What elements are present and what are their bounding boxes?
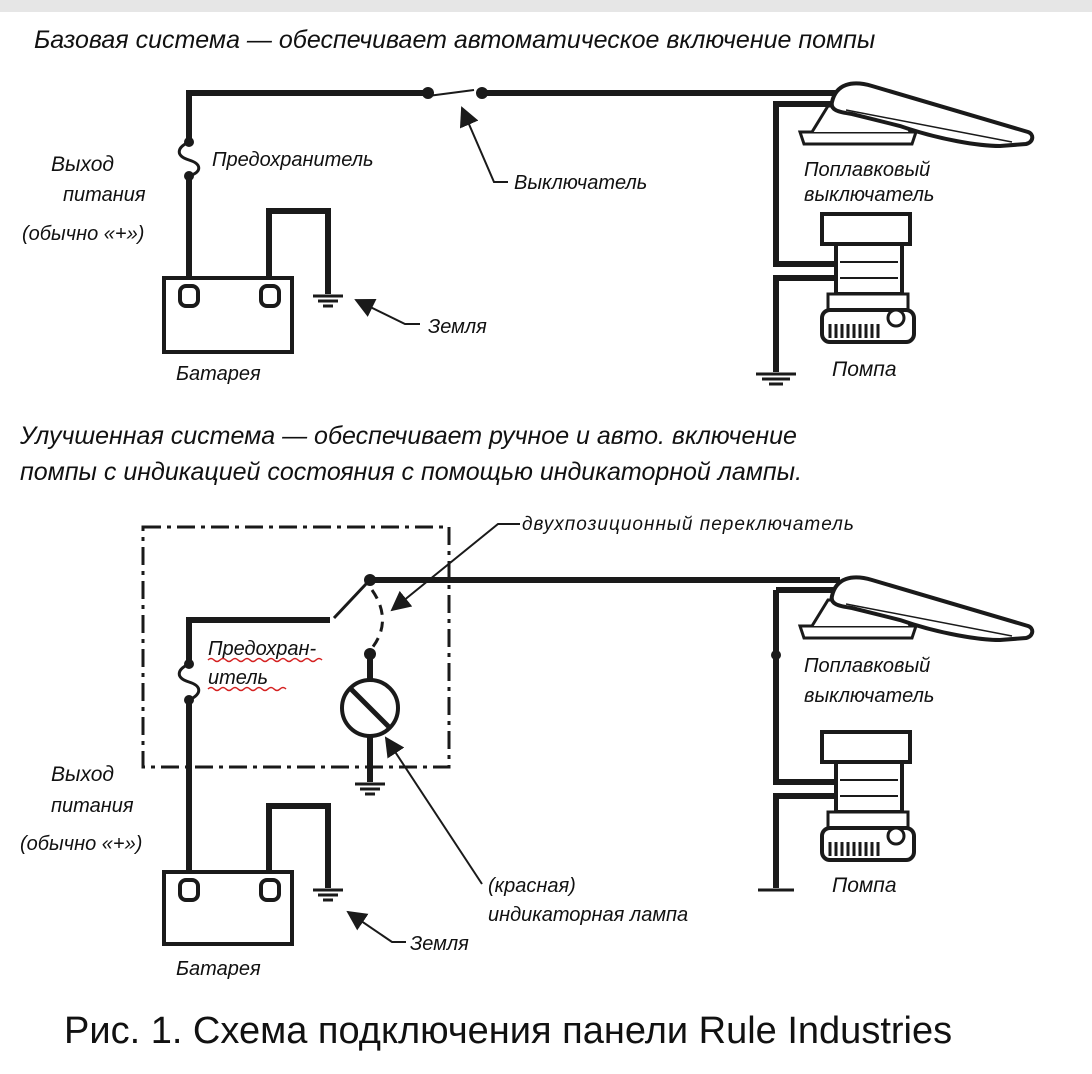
improved-positive-wire [186,617,330,872]
improved-float-switch-label-1: Поплавковый [804,655,930,677]
basic-system-title: Базовая система — обеспечивает автоматич… [34,26,875,54]
basic-pump-label: Помпа [832,358,897,381]
basic-pump-icon [820,212,916,344]
fuse-spellcheck-underline-2 [207,686,287,692]
lamp-label-2: индикаторная лампа [488,904,688,926]
lamp-ground-icon [355,782,385,796]
improved-system-title-line-2: помпы с индикацией состояния с помощью и… [20,458,802,486]
basic-ground-wire [266,208,331,294]
basic-power-out-line-1: Выход [51,153,114,176]
basic-float-to-pump-wire [773,101,840,267]
improved-float-switch-label-2: выключатель [804,685,934,707]
basic-power-out-line-3: (обычно «+») [22,223,144,245]
improved-ground-wire [266,803,331,888]
improved-float-switch-icon [797,575,1035,643]
basic-positive-wire [186,90,840,278]
improved-system-title-line-1: Улучшенная система — обеспечивает ручное… [19,422,797,450]
basic-fuse-label: Предохранитель [212,149,374,171]
improved-fuse-label-1: Предохран- [208,638,317,660]
toggle-switch-leader [390,523,520,612]
figure-caption: Рис. 1. Схема подключения панели Rule In… [64,1010,952,1052]
basic-ground-label: Земля [428,316,487,338]
improved-system: Улучшенная система — обеспечивает ручное… [19,422,1035,980]
basic-ground-leader [354,298,420,325]
basic-float-switch-icon [797,81,1035,149]
improved-power-out-line-2: питания [51,795,134,817]
basic-system: Базовая система — обеспечивает автоматич… [22,26,1035,386]
basic-battery-icon [162,276,294,354]
toggle-switch-alt-position [370,589,384,649]
basic-switch-label: Выключатель [514,172,647,194]
improved-battery-label: Батарея [176,958,261,980]
improved-ground-label: Земля [410,933,469,955]
panel-outline [141,525,451,769]
basic-float-switch-label-2: выключатель [804,184,934,206]
toggle-switch-lever [332,582,368,620]
toggle-switch-label: двухпозиционный переключатель [522,514,855,535]
basic-switch-contact-right [476,87,488,99]
improved-power-out-line-3: (обычно «+») [20,833,142,855]
improved-power-out-line-1: Выход [51,763,114,786]
lamp-label-1: (красная) [488,875,576,897]
improved-fuse-icon [177,662,201,702]
basic-switch-leader [459,106,508,183]
indicator-lamp-icon [340,678,400,738]
basic-pump-ground-icon [756,372,796,386]
improved-ground-leader [346,910,406,943]
fuse-spellcheck-underline-1 [207,657,323,663]
improved-battery-icon [162,870,294,946]
improved-pump-icon [820,730,916,862]
improved-fuse-label-2: итель [208,667,268,689]
basic-switch-contact-left [422,87,434,99]
basic-pump-ground-wire [773,275,840,372]
improved-pump-label: Помпа [832,874,897,897]
basic-switch-lever [427,89,475,97]
basic-ground-icon [313,294,343,308]
basic-power-out-line-2: питания [63,184,146,206]
top-band [0,0,1092,12]
basic-fuse-icon [177,140,201,178]
improved-ground-icon [313,888,343,902]
lamp-leader [384,736,483,885]
basic-battery-label: Батарея [176,363,261,385]
improved-pump-ground-wire [773,793,840,888]
basic-float-switch-label-1: Поплавковый [804,159,930,181]
